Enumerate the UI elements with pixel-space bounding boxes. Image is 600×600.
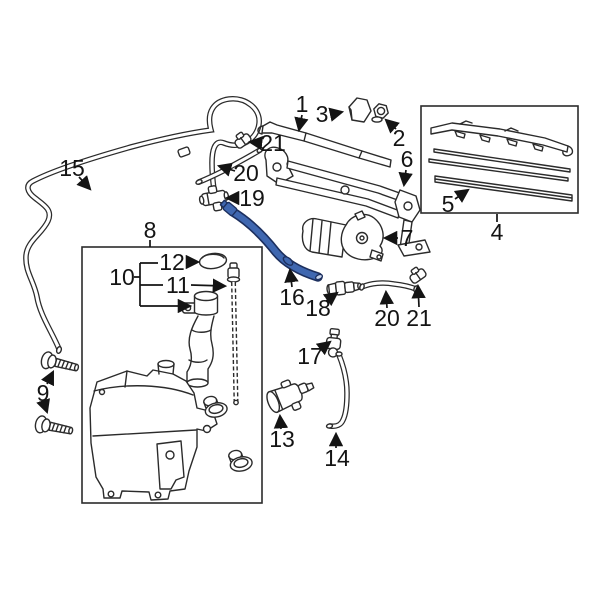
callout-leaders bbox=[36, 107, 498, 448]
callout-16-label[interactable]: 16 bbox=[279, 284, 305, 310]
callout-21b-label[interactable]: 21 bbox=[406, 305, 432, 331]
part-washer-pump-13 bbox=[266, 379, 315, 414]
part-linkage-6 bbox=[264, 146, 431, 257]
callout-5-label[interactable]: 5 bbox=[442, 191, 455, 217]
part-blade-inserts-5 bbox=[428, 148, 573, 202]
callout-17-label[interactable]: 17 bbox=[297, 343, 323, 369]
part-reservoir-tank-8 bbox=[89, 359, 218, 501]
part-hose-joint-18 bbox=[326, 280, 362, 296]
callout-2-label[interactable]: 2 bbox=[393, 125, 406, 151]
part-blade-assembly-4 bbox=[430, 120, 574, 157]
callout-14-label[interactable]: 14 bbox=[324, 445, 350, 471]
part-wiper-arm-1 bbox=[257, 121, 392, 168]
part-highlighted-hose-16[interactable] bbox=[219, 199, 324, 282]
callout-6-label[interactable]: 6 bbox=[401, 146, 414, 172]
part-arm-cap-3 bbox=[348, 97, 372, 123]
callout-labels: 1 2 3 4 5 6 7 8 9 10 11 12 13 14 15 16 1… bbox=[37, 91, 504, 471]
part-tee-joint-19 bbox=[198, 185, 230, 212]
part-arm-nut-2 bbox=[371, 103, 389, 123]
callout-20a-label[interactable]: 20 bbox=[233, 160, 259, 186]
blade-group-box bbox=[420, 105, 579, 214]
part-level-gauge-11 bbox=[226, 262, 241, 406]
callout-13-label[interactable]: 13 bbox=[269, 426, 295, 452]
part-reservoir-cap-12 bbox=[198, 252, 228, 270]
callout-18-label[interactable]: 18 bbox=[305, 295, 331, 321]
callout-12-label[interactable]: 12 bbox=[159, 249, 185, 275]
callout-19-label[interactable]: 19 bbox=[239, 185, 265, 211]
part-pump-hose-14 bbox=[325, 351, 350, 430]
callout-3-label[interactable]: 3 bbox=[316, 101, 329, 127]
callout-7-label[interactable]: 7 bbox=[401, 225, 414, 251]
reservoir-group-box bbox=[81, 246, 263, 504]
part-wiper-motor-7 bbox=[301, 210, 384, 262]
callout-10-label[interactable]: 10 bbox=[109, 264, 135, 290]
part-washer-hose-15 bbox=[23, 96, 262, 354]
callout-11-label[interactable]: 11 bbox=[166, 272, 190, 298]
callout-20b-label[interactable]: 20 bbox=[374, 305, 400, 331]
callout-15-label[interactable]: 15 bbox=[59, 155, 85, 181]
callout-4-label[interactable]: 4 bbox=[491, 219, 504, 245]
callout-21a-label[interactable]: 21 bbox=[260, 130, 286, 156]
callout-8-label[interactable]: 8 bbox=[144, 217, 157, 243]
part-filler-neck-10 bbox=[181, 290, 219, 388]
callout-9-label[interactable]: 9 bbox=[37, 380, 50, 406]
callout-1-label[interactable]: 1 bbox=[296, 91, 309, 117]
